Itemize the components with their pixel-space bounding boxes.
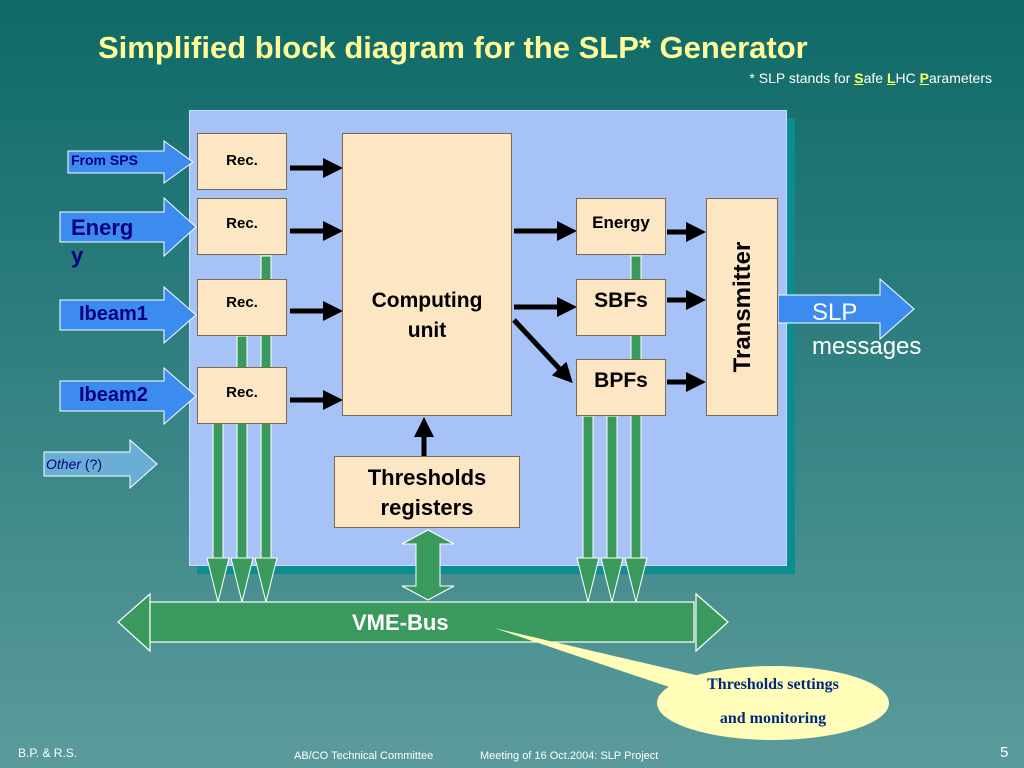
callout-line-1: Thresholds settings <box>707 676 839 693</box>
receiver-label: Rec. <box>226 294 258 311</box>
vme-bus-label: VME-Bus <box>352 610 449 635</box>
computing-unit-block: Computing unit <box>342 133 512 416</box>
receiver-ibeam2: Rec. <box>197 367 287 424</box>
slp-definition-note: * SLP stands for Safe LHC Parameters <box>749 70 992 86</box>
other-input-label: Other (?) <box>46 456 103 472</box>
footer-meeting: Meeting of 16 Oct.2004: SLP Project <box>480 750 659 762</box>
thresholds-callout: Thresholds settings and monitoring <box>657 666 889 740</box>
receiver-label: Rec. <box>226 215 258 232</box>
thresholds-registers-block: Thresholds registers <box>334 456 520 528</box>
other-input-arrow <box>43 438 158 490</box>
energy-input-arrow <box>59 196 197 258</box>
receiver-energy: Rec. <box>197 198 287 255</box>
receiver-label: Rec. <box>226 152 258 169</box>
vme-bus-shape <box>117 592 729 653</box>
ibeam2-label: Ibeam2 <box>79 384 148 406</box>
callout-pointer <box>494 628 700 694</box>
from-sps-label: From SPS <box>71 152 138 168</box>
energy-output-block: Energy <box>576 198 666 255</box>
callout-line-2: and monitoring <box>719 710 827 727</box>
ibeam2-input-arrow <box>59 366 197 426</box>
slp-output-arrow <box>777 277 915 341</box>
receiver-ibeam1: Rec. <box>197 279 287 336</box>
slp-messages-label: SLP messages <box>812 299 922 360</box>
transmitter-label: Transmitter <box>729 241 756 373</box>
bpfs-block: BPFs <box>576 359 666 416</box>
page-number: 5 <box>1000 744 1009 761</box>
ibeam1-input-arrow <box>59 285 197 345</box>
footer-authors: B.P. & R.S. <box>18 746 78 760</box>
ibeam1-label: Ibeam1 <box>79 303 148 325</box>
transmitter-block: Transmitter <box>706 198 778 416</box>
from-sps-arrow <box>67 140 194 184</box>
receiver-from-sps: Rec. <box>197 133 287 190</box>
energy-input-label: Energ y <box>71 215 134 268</box>
signal-arrows <box>290 158 707 456</box>
registers-bus-double-arrow <box>401 529 455 601</box>
footer-committee: AB/CO Technical Committee <box>294 750 434 762</box>
slide-title: Simplified block diagram for the SLP* Ge… <box>98 30 808 65</box>
sbfs-block: SBFs <box>576 279 666 336</box>
receiver-label: Rec. <box>226 384 258 401</box>
